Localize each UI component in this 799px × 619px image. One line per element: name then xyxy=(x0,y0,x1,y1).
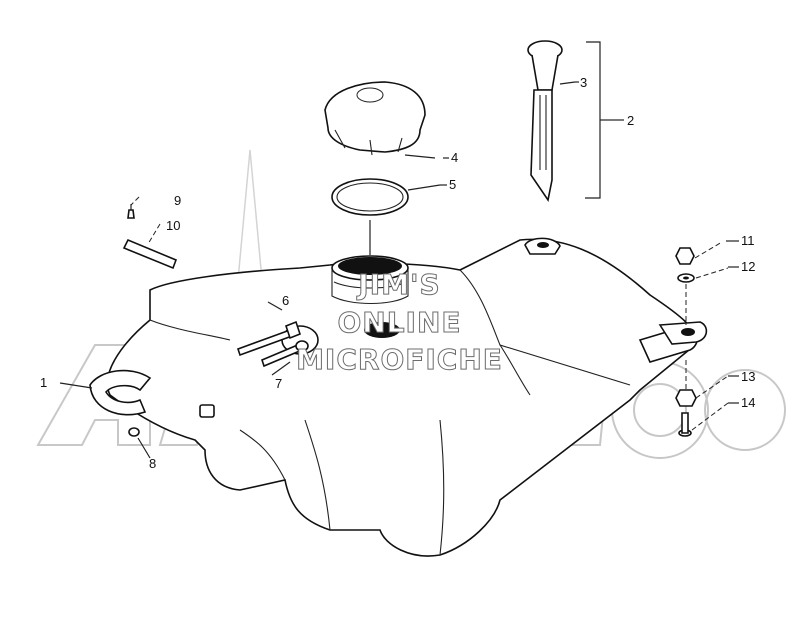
nut-13 xyxy=(675,389,697,407)
callout-5: 5 xyxy=(449,177,456,192)
callout-12: 12 xyxy=(741,259,755,274)
callout-9: 9 xyxy=(174,193,181,208)
callout-4: 4 xyxy=(451,150,458,165)
bolt-14 xyxy=(678,412,692,437)
screw-9 xyxy=(127,204,135,219)
grommet-8 xyxy=(128,427,140,437)
callout-8: 8 xyxy=(149,456,156,471)
fuel-gauge xyxy=(527,40,563,203)
callout-14: 14 xyxy=(741,395,755,410)
leader-lines xyxy=(59,41,729,459)
callout-13: 13 xyxy=(741,369,755,384)
callout-10: 10 xyxy=(166,218,180,233)
fuel-cap xyxy=(324,81,426,156)
callout-2: 2 xyxy=(627,113,634,128)
nut-11 xyxy=(675,247,695,265)
label-dashes xyxy=(440,81,739,404)
callout-1: 1 xyxy=(40,375,47,390)
bolt-7 xyxy=(261,340,309,368)
pad-10 xyxy=(122,238,178,270)
callout-labels: 1 2 3 4 5 6 7 8 9 10 11 12 13 14 xyxy=(40,75,755,471)
bolt-6 xyxy=(236,320,301,357)
cap-gasket xyxy=(331,178,409,216)
callout-11: 11 xyxy=(741,233,755,248)
callout-6: 6 xyxy=(282,293,289,308)
washer-12 xyxy=(677,273,695,283)
callout-7: 7 xyxy=(275,376,282,391)
callout-3: 3 xyxy=(580,75,587,90)
fuel-tank xyxy=(89,237,708,557)
